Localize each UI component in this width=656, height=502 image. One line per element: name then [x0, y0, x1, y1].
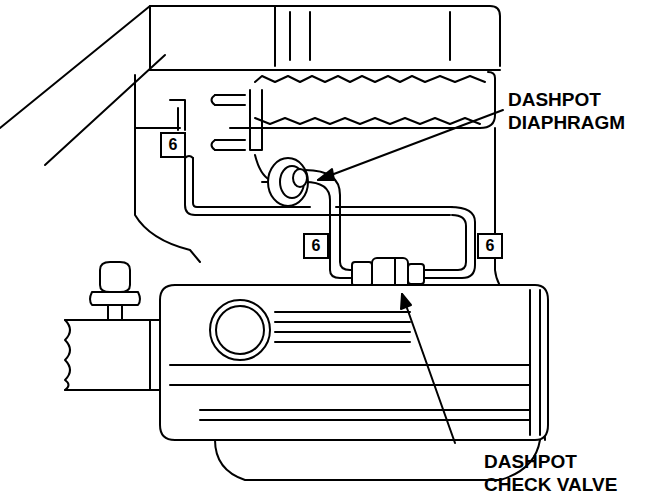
callout-number: 6	[477, 233, 503, 259]
hoses	[170, 100, 475, 278]
dashpot-diaphragm	[262, 158, 308, 206]
fitting	[65, 262, 160, 390]
part-name: DASHPOT DIAPHRAGM	[508, 88, 640, 134]
part-name: DASHPOT CHECK VALVE	[484, 450, 644, 496]
leader-lines	[318, 110, 503, 443]
intake-manifold	[135, 72, 495, 150]
throttle-body	[160, 285, 548, 440]
callout-number: 6	[303, 233, 329, 259]
intake-pipe	[0, 6, 500, 165]
callout-number: 6	[160, 132, 186, 158]
